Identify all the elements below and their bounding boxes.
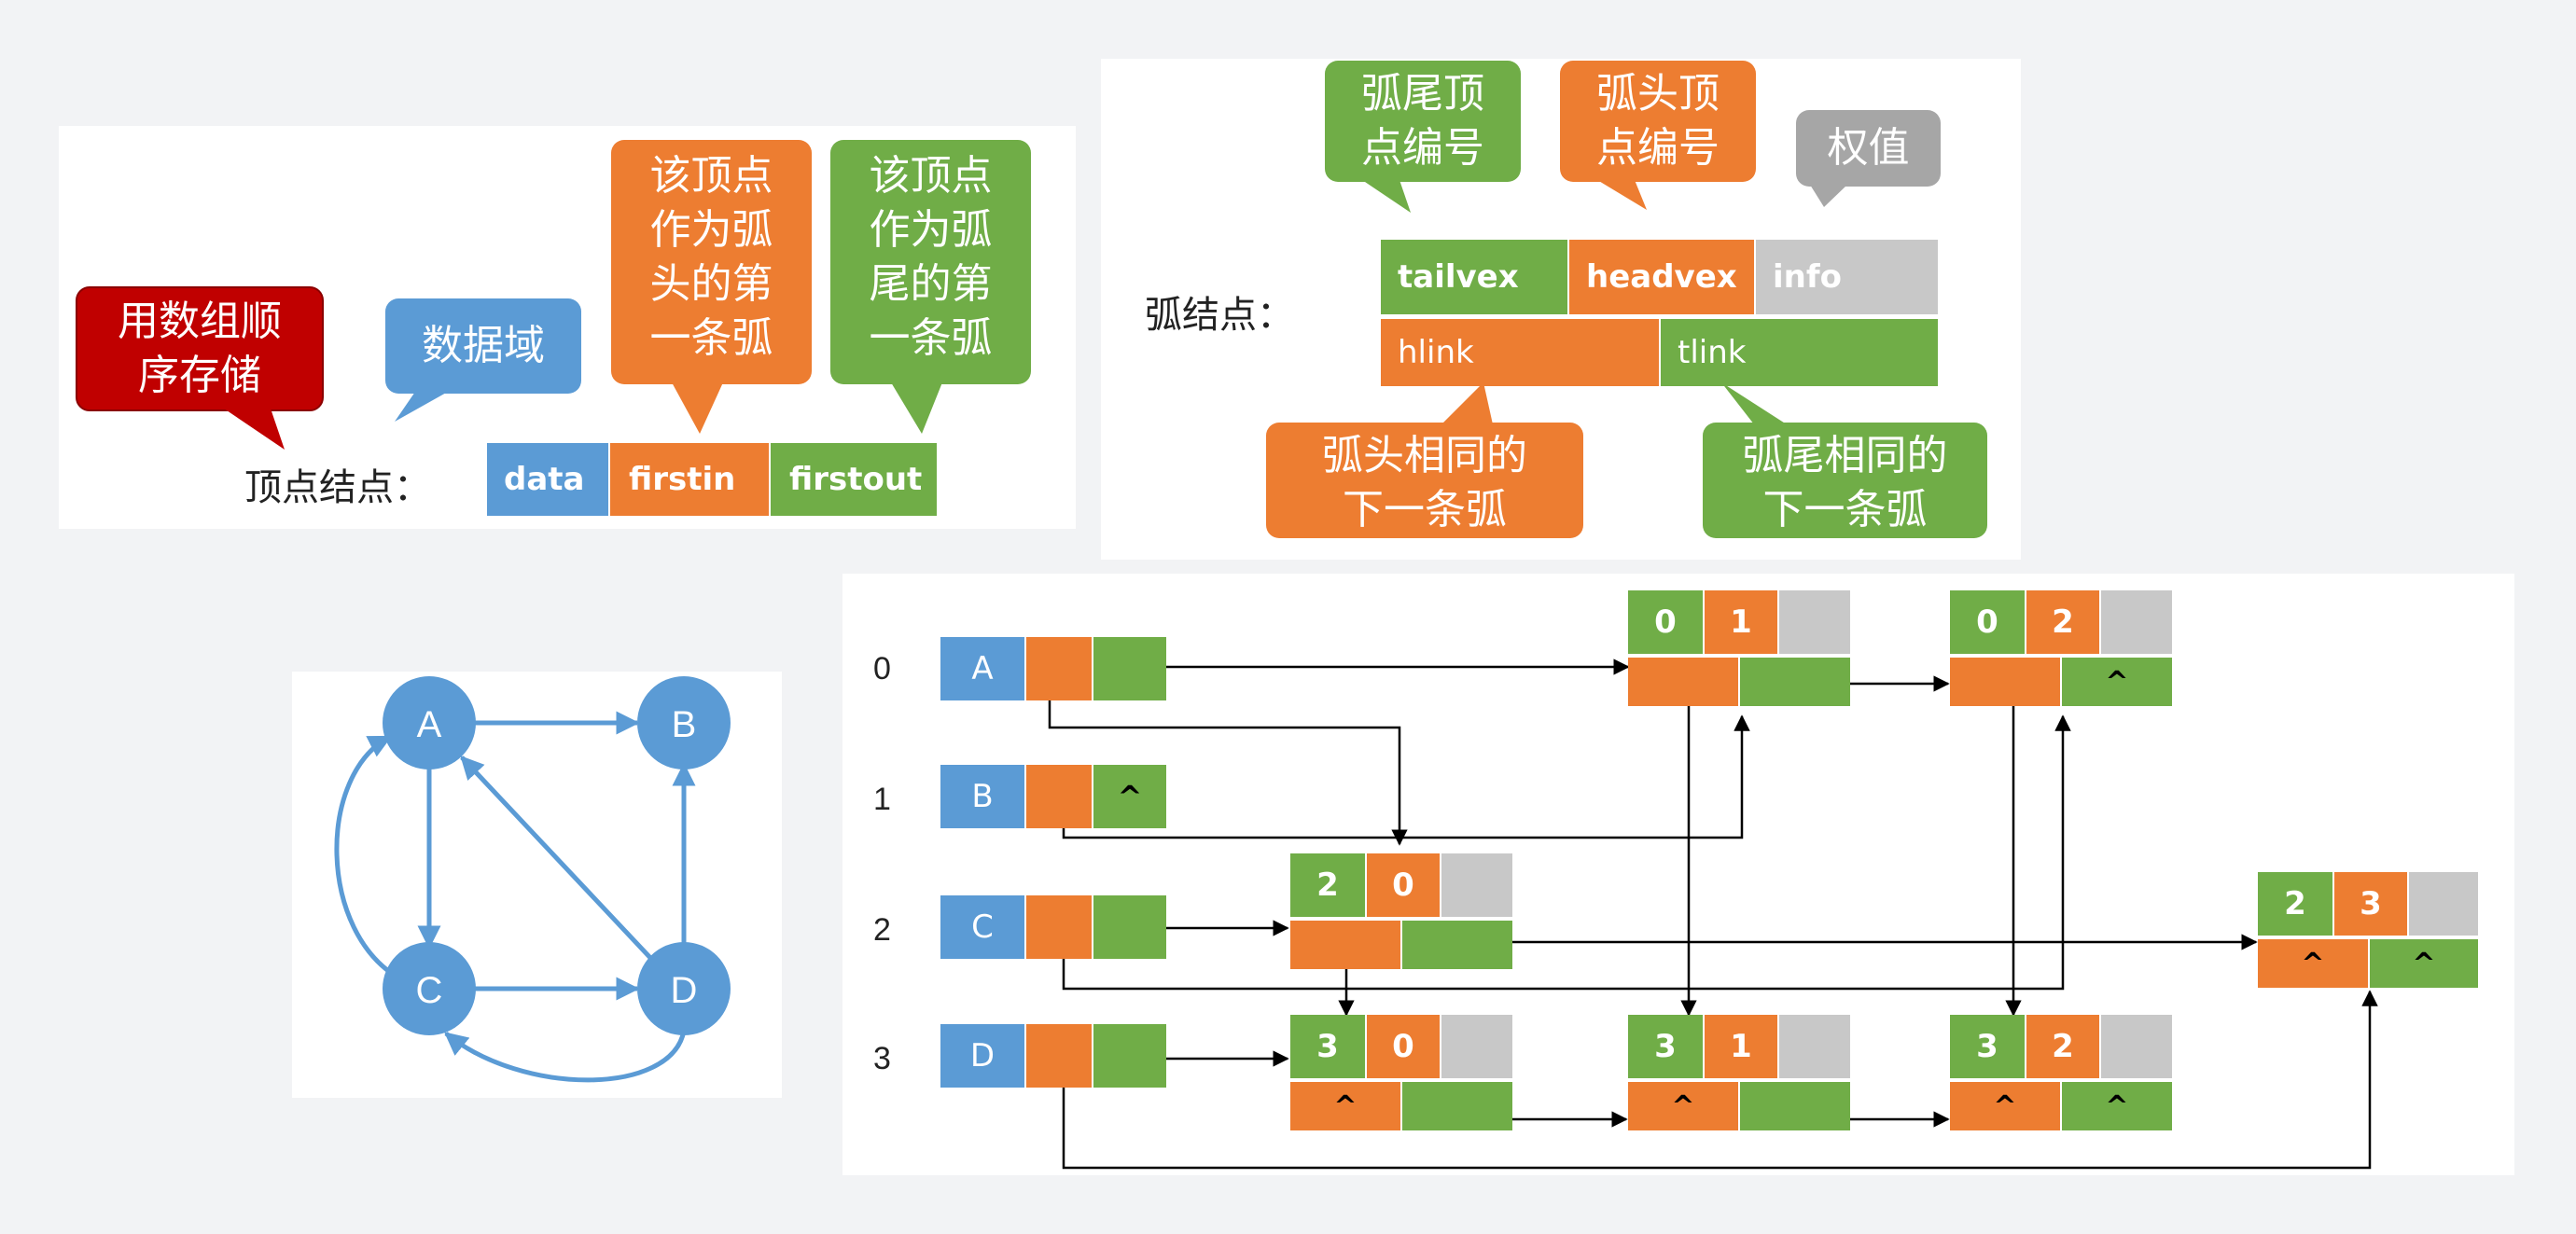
ptr-a-firstin bbox=[1048, 686, 1408, 846]
callout-tail-vertex: 弧尾顶 点编号 bbox=[1361, 70, 1484, 172]
arc-2-3-tailvex: 2 bbox=[2258, 872, 2332, 936]
field-firstin: firstin bbox=[608, 443, 769, 516]
graph-node-b-label: B bbox=[672, 704, 697, 745]
vertex-2-firstin bbox=[1024, 895, 1092, 959]
graph-node-d-label: D bbox=[671, 970, 698, 1011]
callout-same-head: 弧头相同的 下一条弧 bbox=[1322, 432, 1527, 534]
arc-3-2-tlink: ^ bbox=[2060, 1082, 2172, 1130]
callout-firstout-shape bbox=[830, 140, 1031, 434]
callout-weight: 权值 bbox=[1827, 124, 1910, 172]
arc-3-1-info bbox=[1777, 1015, 1850, 1078]
field-firstout: firstout bbox=[769, 443, 937, 516]
vertex-3-data: D bbox=[940, 1024, 1024, 1088]
graph-node-d bbox=[637, 942, 731, 1035]
vertex-2-data: C bbox=[940, 895, 1024, 959]
vertex-1-firstout: ^ bbox=[1092, 765, 1166, 828]
graph-node-c-label: C bbox=[416, 970, 443, 1011]
arc-0-1-tailvex: 0 bbox=[1628, 590, 1703, 654]
arc-2-0-headvex: 0 bbox=[1365, 853, 1440, 917]
vertex-index-2: 2 bbox=[873, 912, 891, 948]
graph-node-c bbox=[383, 942, 476, 1035]
arc-2-0-tlink bbox=[1400, 921, 1512, 969]
field-tailvex: tailvex bbox=[1381, 240, 1567, 314]
field-headvex: headvex bbox=[1567, 240, 1754, 314]
arc-3-1-headvex: 1 bbox=[1703, 1015, 1777, 1078]
vertex-3-firstout bbox=[1092, 1024, 1166, 1088]
arc-0-1-tlink bbox=[1738, 658, 1850, 706]
callout-firstout: 该顶点 作为弧 尾的第 一条弧 bbox=[869, 152, 993, 362]
arc-2-0-tailvex: 2 bbox=[1290, 853, 1365, 917]
callout-head-vertex: 弧头顶 点编号 bbox=[1596, 70, 1720, 172]
callout-same-head-shape bbox=[1266, 382, 1583, 538]
arc-2-3-info bbox=[2407, 872, 2478, 936]
arc-0-2-tlink: ^ bbox=[2060, 658, 2172, 706]
vertex-3-firstin bbox=[1024, 1024, 1092, 1088]
ptr-c-firstin bbox=[1062, 714, 2071, 991]
ptr-d-firstin bbox=[1062, 990, 2378, 1170]
arc-3-0-headvex: 0 bbox=[1365, 1015, 1440, 1078]
graph-node-a-label: A bbox=[417, 704, 442, 745]
vertex-0-data: A bbox=[940, 637, 1024, 700]
arc-0-2-info bbox=[2099, 590, 2172, 654]
graph-edges bbox=[334, 711, 696, 1083]
arc-2-0-hlink bbox=[1290, 921, 1400, 969]
callout-same-tail-shape bbox=[1703, 382, 1987, 538]
arc-3-1-tailvex: 3 bbox=[1628, 1015, 1703, 1078]
field-data: data bbox=[487, 443, 608, 516]
arc-3-0-hlink: ^ bbox=[1290, 1082, 1400, 1130]
arc-3-2-tailvex: 3 bbox=[1950, 1015, 2025, 1078]
vertex-index-0: 0 bbox=[873, 651, 891, 686]
arc-0-2-hlink bbox=[1950, 658, 2060, 706]
arc-3-0-tailvex: 3 bbox=[1290, 1015, 1365, 1078]
arc-0-1-hlink bbox=[1628, 658, 1738, 706]
edge-d-c bbox=[444, 1030, 687, 1083]
callout-weight-shape bbox=[1796, 110, 1941, 207]
field-info: info bbox=[1754, 240, 1938, 314]
vertex-1-data: B bbox=[940, 765, 1024, 828]
callout-head-vertex-shape bbox=[1560, 61, 1756, 210]
callout-sequential-storage: 用数组顺 序存储 bbox=[118, 298, 282, 399]
arc-0-2-tailvex: 0 bbox=[1950, 590, 2025, 654]
callout-data-field: 数据域 bbox=[422, 322, 545, 369]
list-pointers bbox=[1048, 659, 2378, 1170]
arc-3-0-info bbox=[1440, 1015, 1512, 1078]
arc-3-0-tlink bbox=[1400, 1082, 1512, 1130]
arc-node-label: 弧结点： bbox=[1145, 294, 1294, 337]
vertex-2-firstout bbox=[1092, 895, 1166, 959]
callout-tail-vertex-shape bbox=[1325, 61, 1521, 213]
arc-2-3-tlink: ^ bbox=[2368, 939, 2478, 988]
edge-d-a bbox=[460, 756, 655, 963]
vertex-0-firstout bbox=[1092, 637, 1166, 700]
vertex-index-1: 1 bbox=[873, 782, 891, 817]
vertex-node-label: 顶点结点： bbox=[244, 466, 431, 509]
vertex-0-firstin bbox=[1024, 637, 1092, 700]
arc-3-1-hlink: ^ bbox=[1628, 1082, 1738, 1130]
vertex-1-firstin bbox=[1024, 765, 1092, 828]
callout-data-field-shape bbox=[385, 298, 581, 422]
arc-3-2-info bbox=[2099, 1015, 2172, 1078]
graph-node-b bbox=[637, 676, 731, 770]
arc-3-2-hlink: ^ bbox=[1950, 1082, 2060, 1130]
callout-sequential-storage-shape bbox=[76, 286, 324, 450]
graph-nodes: A B C D bbox=[383, 676, 731, 1035]
field-hlink: hlink bbox=[1381, 319, 1659, 386]
arc-0-1-headvex: 1 bbox=[1703, 590, 1777, 654]
callout-firstin-shape bbox=[611, 140, 812, 434]
arc-3-2-headvex: 2 bbox=[2025, 1015, 2099, 1078]
callout-same-tail: 弧尾相同的 下一条弧 bbox=[1742, 432, 1948, 534]
callout-firstin: 该顶点 作为弧 头的第 一条弧 bbox=[649, 152, 773, 362]
arc-0-1-info bbox=[1777, 590, 1850, 654]
vertex-index-3: 3 bbox=[873, 1041, 891, 1076]
arc-3-1-tlink bbox=[1738, 1082, 1850, 1130]
edge-c-a bbox=[334, 734, 403, 982]
arc-2-3-headvex: 3 bbox=[2332, 872, 2407, 936]
arc-2-0-info bbox=[1440, 853, 1512, 917]
field-tlink: tlink bbox=[1659, 319, 1938, 386]
arc-2-3-hlink: ^ bbox=[2258, 939, 2368, 988]
graph-node-a bbox=[383, 676, 476, 770]
arc-0-2-headvex: 2 bbox=[2025, 590, 2099, 654]
